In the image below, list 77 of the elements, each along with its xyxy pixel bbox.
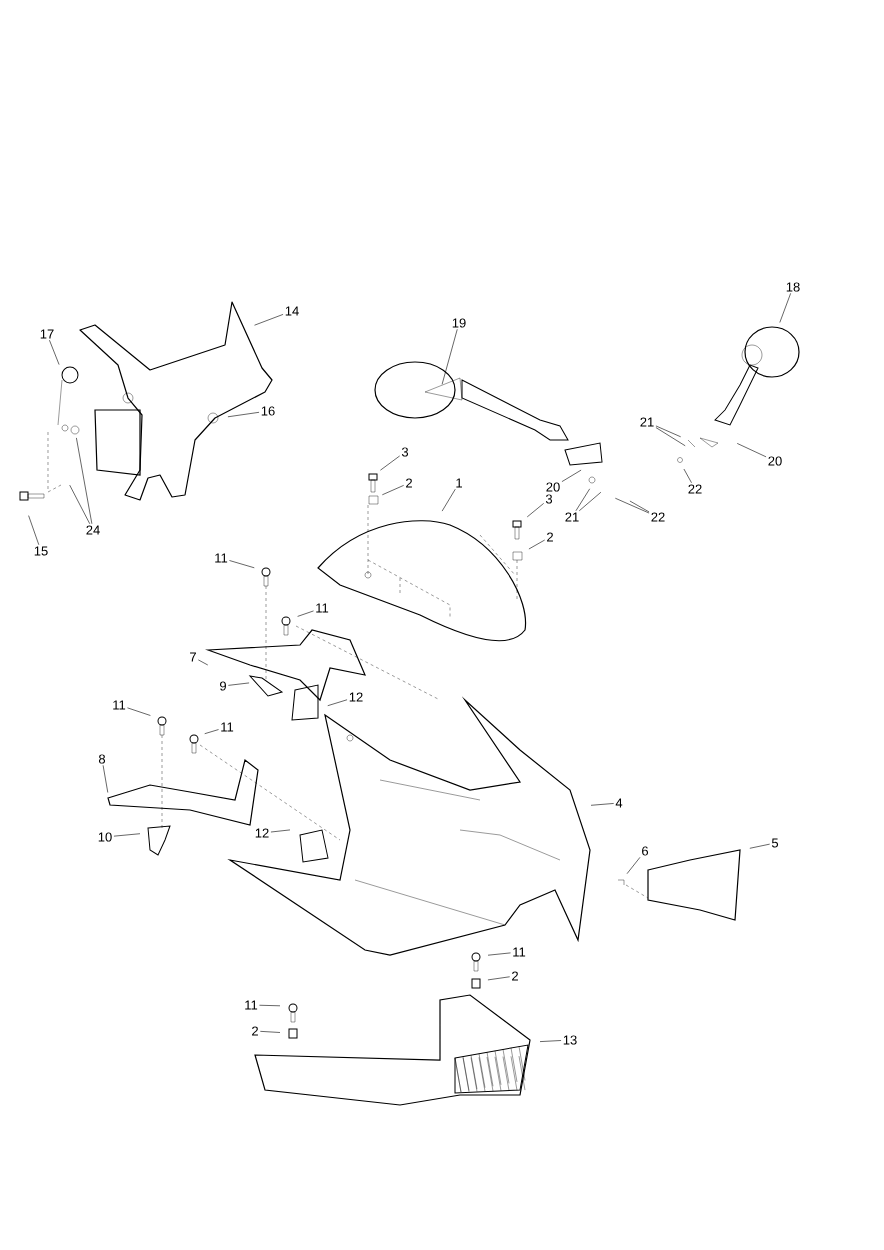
callout-number: 4 [615, 798, 623, 808]
leader-line [380, 455, 400, 471]
leader-line [102, 765, 109, 793]
leader-line [227, 412, 260, 418]
leader-line [539, 1040, 562, 1042]
callout-number: 24 [86, 525, 100, 535]
callout-number: 1 [456, 478, 462, 488]
callout-number: 11 [215, 553, 228, 563]
callout-number: 13 [563, 1035, 577, 1045]
callout-number: 2 [406, 478, 412, 488]
callout-number: 10 [98, 832, 112, 842]
callout-number: 7 [190, 652, 196, 662]
leader-line [441, 488, 456, 512]
callout-number: 22 [651, 512, 665, 522]
callout-number: 3 [401, 447, 409, 457]
callout-number: 8 [98, 754, 106, 764]
callout-number: 17 [40, 329, 54, 339]
callout-number: 12 [255, 828, 269, 838]
leader-line [76, 437, 93, 525]
callout-number: 6 [642, 846, 649, 856]
leader-line [590, 803, 614, 806]
callout-number: 21 [640, 417, 654, 427]
leader-line [382, 485, 404, 496]
leader-line [228, 682, 250, 686]
callout-number: 5 [771, 838, 779, 848]
leader-line [259, 1004, 281, 1007]
callout-number: 11 [245, 1000, 258, 1010]
callout-number: 18 [786, 282, 800, 292]
callout-number: 2 [547, 532, 553, 542]
leader-line [69, 484, 91, 525]
callout-number: 21 [565, 512, 579, 522]
leader-line [779, 293, 791, 323]
leader-line [626, 857, 641, 874]
leader-line [749, 843, 770, 849]
leader-line [615, 497, 650, 514]
callout-number: 11 [113, 700, 126, 710]
callout-number: 22 [688, 484, 702, 494]
leader-line [575, 488, 590, 512]
callout-number: 15 [34, 546, 48, 556]
leader-line [113, 833, 141, 837]
leader-line [561, 469, 582, 482]
leader-line [297, 610, 314, 617]
leader-line [528, 539, 545, 550]
callout-number: 2 [252, 1026, 258, 1036]
leader-line [229, 560, 255, 569]
leader-line [683, 468, 692, 484]
leader-line [487, 952, 511, 956]
leader-line [487, 976, 510, 981]
callout-number: 20 [546, 482, 560, 492]
leader-line [736, 443, 767, 458]
callout-number: 12 [349, 692, 363, 702]
leader-line [254, 314, 284, 326]
fairing-panel-drawing [107, 758, 259, 826]
callout-number: 16 [261, 406, 275, 416]
leader-line [655, 425, 681, 438]
leader-line [270, 829, 291, 833]
leader-line [260, 1031, 281, 1033]
callout-number: 2 [512, 971, 518, 981]
leader-line [629, 500, 650, 513]
leader-line [127, 707, 151, 716]
callout-number: 11 [513, 947, 526, 957]
leader-line [204, 729, 219, 734]
leader-line [28, 515, 40, 546]
callout-number: 11 [221, 722, 234, 732]
leader-line [526, 503, 544, 518]
leader-line [579, 491, 602, 512]
callout-number: 20 [768, 456, 782, 466]
leader-line [327, 699, 348, 706]
leader-line [655, 427, 686, 447]
leader-line [198, 659, 209, 666]
callout-number: 14 [285, 306, 299, 316]
callout-number: 19 [452, 318, 466, 328]
callout-number: 3 [545, 494, 553, 504]
callout-number: 11 [316, 603, 329, 613]
callout-number: 9 [220, 681, 226, 691]
leader-line [49, 339, 60, 365]
leader-line [441, 329, 458, 385]
